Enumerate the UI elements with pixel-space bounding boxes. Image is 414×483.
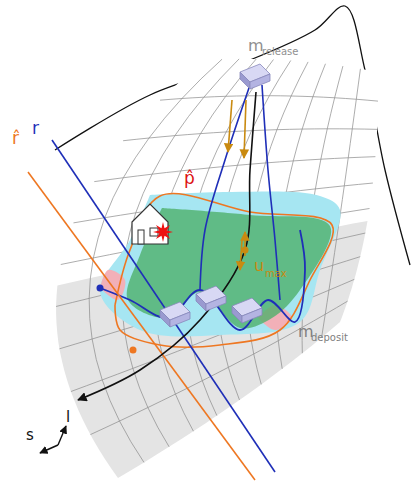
impact-star	[153, 222, 173, 242]
velocity-arrow	[240, 240, 242, 270]
release-block	[240, 64, 270, 89]
velocity-arrow	[244, 100, 246, 158]
deposit-block	[160, 302, 190, 327]
axis-arrow	[58, 426, 66, 445]
velocity-symbol: u	[254, 258, 264, 274]
axis-symbol: s	[26, 428, 34, 443]
point-symbol: p̂	[184, 170, 195, 187]
axis-symbol: l	[66, 410, 70, 425]
subscript: deposit	[311, 333, 348, 343]
axis-symbol: r	[32, 120, 39, 137]
slope-surface	[56, 59, 378, 478]
subscript: max	[265, 269, 287, 279]
marker-point	[242, 247, 249, 254]
velocity-arrow	[228, 100, 232, 152]
slope-grid	[56, 59, 378, 463]
mass-symbol: m	[248, 38, 264, 54]
axis-arrow	[40, 445, 58, 453]
marker-point	[130, 347, 137, 354]
flow-path	[262, 85, 280, 300]
orange-outline	[115, 193, 333, 347]
deposit-block	[196, 286, 226, 311]
blue-reference-line	[52, 140, 275, 472]
axis-symbol: r̂	[12, 130, 19, 147]
marker-point	[97, 285, 104, 292]
orange-reference-line	[28, 172, 255, 480]
flow-path	[200, 85, 250, 290]
centre-line	[78, 92, 256, 400]
deposit-block	[232, 298, 262, 323]
subscript: release	[262, 47, 298, 57]
